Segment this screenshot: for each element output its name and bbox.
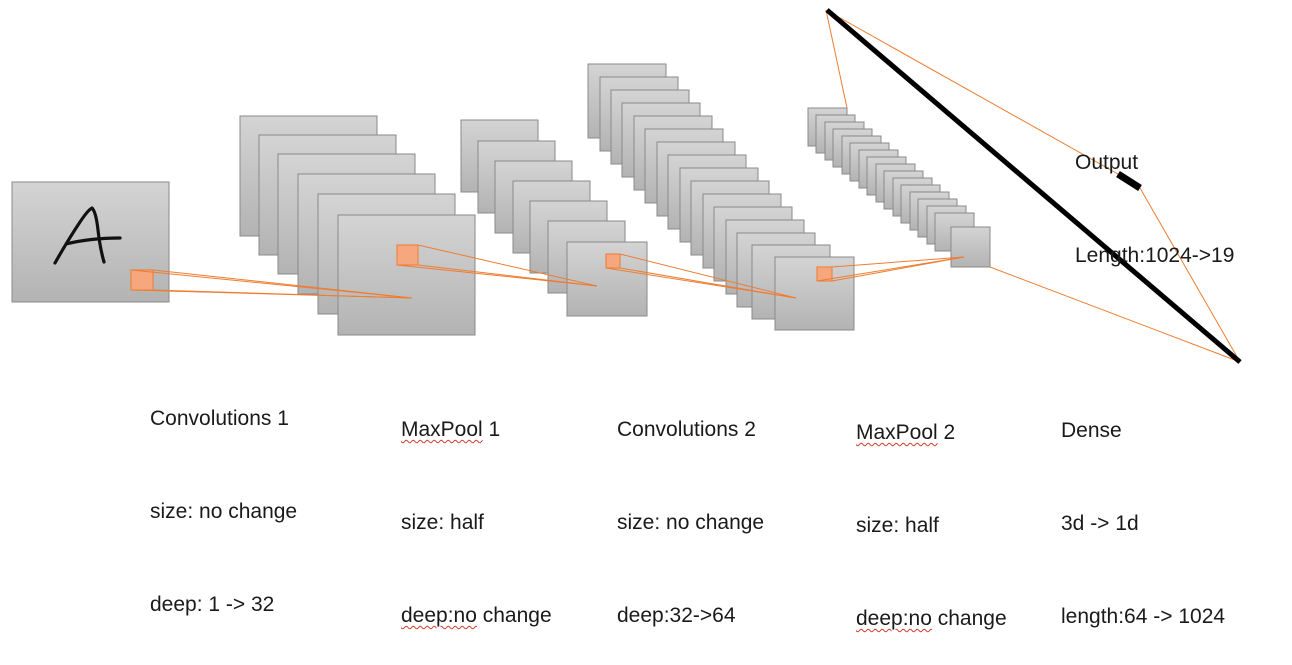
handwritten-a-glyph <box>53 206 122 265</box>
pool2-caption: MaxPool 2 size: half deep:no change <box>856 355 1007 665</box>
pool2-map <box>950 226 991 268</box>
conv1-title: Convolutions 1 <box>150 407 289 430</box>
pool2-depth-rest: change <box>931 607 1007 630</box>
pool1-depth: deep:no change <box>401 600 552 631</box>
dense-caption: Dense 3d -> 1d length:64 -> 1024 <box>1061 353 1225 663</box>
conv2-title: Convolutions 2 <box>617 418 756 441</box>
pool1-feature-maps <box>460 119 648 317</box>
conv2-feature-maps <box>587 63 855 331</box>
conv2-caption: Convolutions 2 size: no change deep:32->… <box>617 352 764 662</box>
conv1-map <box>337 214 476 336</box>
conv1-caption: Convolutions 1 size: no change deep: 1 -… <box>150 341 297 651</box>
pool2-title: MaxPool 2 <box>856 417 1007 448</box>
pool1-size: size: half <box>401 511 484 534</box>
pool2-title-num: 2 <box>937 421 956 444</box>
pool1-title: MaxPool 1 <box>401 414 552 445</box>
pool1-map <box>566 241 648 317</box>
pool2-depth-word: deep:no <box>856 607 932 630</box>
conv2-map <box>774 256 855 331</box>
output-vector-bar <box>1116 171 1142 191</box>
cnn-architecture-diagram <box>11 8 1242 364</box>
conv1-patch <box>396 244 419 266</box>
output-length: Length:1024->19 <box>1075 244 1235 267</box>
pool2-feature-maps <box>807 107 991 268</box>
input-patch <box>130 269 154 291</box>
conv2-patch <box>816 266 833 282</box>
conv1-depth: deep: 1 -> 32 <box>150 593 275 616</box>
dense-shape: 3d -> 1d <box>1061 512 1139 535</box>
conv1-feature-maps <box>239 115 476 336</box>
receptive-field-connectors <box>130 9 1241 363</box>
dense-title: Dense <box>1061 419 1122 442</box>
pool1-depth-word: deep:no <box>401 604 477 627</box>
pool1-title-num: 1 <box>482 418 501 441</box>
output-title: Output <box>1075 151 1139 174</box>
pool2-size: size: half <box>856 514 939 537</box>
dense-vector-bar <box>825 8 1242 364</box>
conv1-size: size: no change <box>150 500 298 523</box>
pool1-caption: MaxPool 1 size: half deep:no change <box>401 352 552 662</box>
dense-length: length:64 -> 1024 <box>1061 605 1226 628</box>
pool1-title-word: MaxPool <box>401 418 483 441</box>
output-caption: Output Length:1024->19 <box>1075 85 1234 302</box>
pool1-patch <box>605 253 621 269</box>
pool2-title-word: MaxPool <box>856 421 938 444</box>
conv2-size: size: no change <box>617 511 765 534</box>
pool2-depth: deep:no change <box>856 603 1007 634</box>
conv2-depth: deep:32->64 <box>617 604 736 627</box>
pool1-depth-rest: change <box>476 604 552 627</box>
